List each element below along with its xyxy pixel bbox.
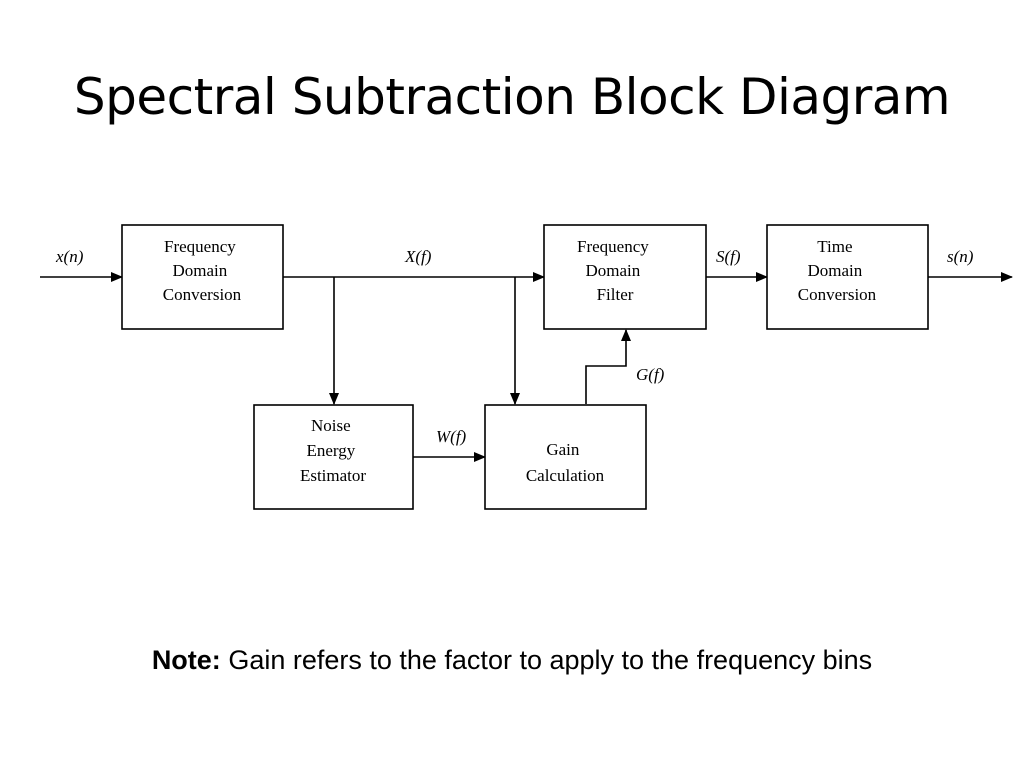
freq-conversion-label: Frequency Domain Conversion xyxy=(163,237,242,304)
freq-conversion-block xyxy=(121,224,284,330)
time-conversion-label: Time Domain Conversion xyxy=(798,237,877,304)
blocks xyxy=(121,224,929,510)
freq-filter-label: Frequency Domain Filter xyxy=(577,237,653,304)
time-conversion-block xyxy=(766,224,929,330)
gain-signal-label: G(f) xyxy=(636,365,665,384)
gain-calc-block xyxy=(484,404,647,510)
freq-filter-block xyxy=(543,224,707,330)
filtered-signal-label: S(f) xyxy=(716,247,741,266)
output-signal-label: s(n) xyxy=(947,247,974,266)
noise-estimator-label: Noise Energy Estimator xyxy=(300,416,366,485)
spectrum-signal-label: X(f) xyxy=(404,247,432,266)
noise-estimator-block xyxy=(253,404,414,510)
gain-to-filter-arrow xyxy=(585,329,631,404)
input-signal-label: x(n) xyxy=(55,247,84,266)
noise-signal-label: W(f) xyxy=(436,427,467,446)
gain-calc-label: Gain Calculation xyxy=(526,440,605,485)
note-label: Note: xyxy=(151,645,221,675)
note: Note: Gain refers to the factor to apply… xyxy=(0,642,1024,678)
slide-title: Spectral Subtraction Block Diagram xyxy=(73,68,951,126)
note-text: Gain refers to the factor to apply to th… xyxy=(220,645,873,675)
connectors xyxy=(40,272,1013,462)
